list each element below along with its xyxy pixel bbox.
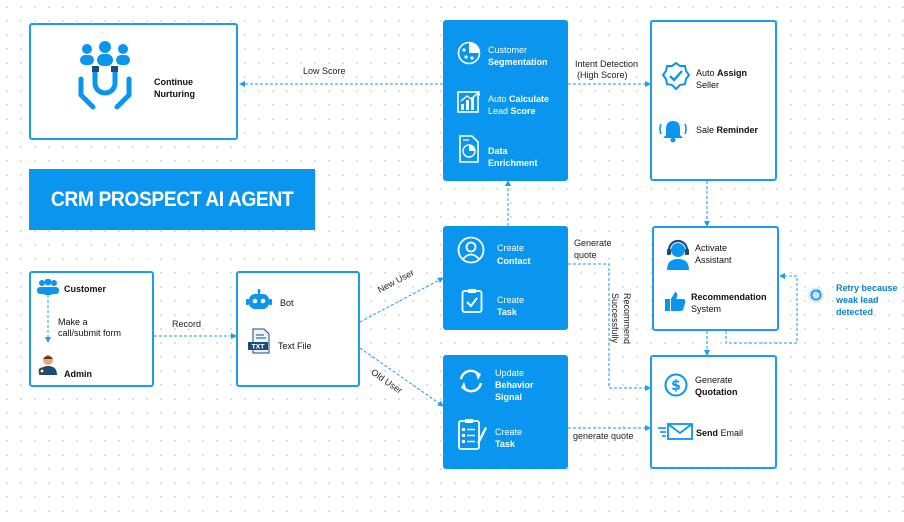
txt-badge: TXT bbox=[252, 344, 266, 351]
lead-score-chart-icon bbox=[457, 91, 480, 113]
edge-label-intent-2: (High Score) bbox=[577, 70, 628, 80]
score-text: Score bbox=[510, 106, 536, 116]
edge-label-generate-quote: generate quote bbox=[573, 431, 634, 441]
lead-score-label-2: Lead Score bbox=[488, 106, 536, 117]
segmentation-pie-icon bbox=[457, 41, 481, 65]
nurture-people-icon bbox=[78, 41, 132, 110]
node-create-contact[interactable]: Create Contact Create Task bbox=[443, 226, 568, 330]
create-task-label-2: Task bbox=[497, 307, 517, 317]
generate-quotation-label-1: Generate bbox=[695, 375, 733, 385]
workflow-title: CRM PROSPECT AI AGENT WORKFLOW bbox=[29, 169, 316, 272]
enrichment-label-1: Data bbox=[488, 146, 508, 156]
call-submit-label-line1: Make a bbox=[58, 317, 88, 327]
node-customer-admin[interactable]: Customer Make a call/submit form Admin bbox=[29, 271, 154, 387]
nurture-label-line1: Continue bbox=[154, 77, 193, 87]
data-enrichment-icon bbox=[459, 135, 479, 163]
bot-icon bbox=[246, 289, 272, 309]
customer-group-icon bbox=[37, 279, 59, 295]
calculate-text: Calculate bbox=[509, 94, 550, 104]
update-behavior-label-3: Signal bbox=[495, 392, 523, 402]
email-text: Email bbox=[718, 428, 744, 438]
edge-label-recommend-1: Recommend bbox=[622, 293, 632, 345]
bot-label: Bot bbox=[280, 298, 294, 308]
create-contact-label-2: Contact bbox=[497, 256, 531, 266]
send-email-icon bbox=[658, 423, 693, 440]
assign-text: Assign bbox=[717, 68, 748, 78]
node-auto-assign[interactable]: Auto Assign Seller Sale Reminder bbox=[650, 20, 777, 181]
dollar-coin-icon: $ bbox=[664, 373, 688, 397]
edge-label-record: Record bbox=[172, 319, 202, 329]
retry-icon bbox=[808, 287, 824, 303]
recommendation-label-2: System bbox=[691, 304, 722, 314]
retry-label-3: detected bbox=[836, 307, 874, 317]
edge-old-user bbox=[359, 347, 444, 407]
update-behavior-label-2: Behavior bbox=[495, 380, 534, 390]
behavior-task-label-2: Task bbox=[495, 439, 515, 449]
admin-icon bbox=[38, 355, 57, 375]
node-generate-quotation[interactable]: $ Generate Quotation Send Email bbox=[650, 355, 777, 469]
update-behavior-label-1: Update bbox=[495, 368, 525, 378]
segmentation-label-2: Segmentation bbox=[488, 57, 548, 67]
create-task-label-1: Create bbox=[497, 295, 525, 305]
edge-retry-loop bbox=[725, 273, 798, 344]
edge-generate-quote bbox=[568, 263, 651, 391]
admin-label: Admin bbox=[64, 369, 92, 379]
node-update-behavior[interactable]: Update Behavior Signal Create Task bbox=[443, 355, 568, 469]
refresh-icon bbox=[459, 369, 483, 393]
auto-assign-label-1: Auto Assign bbox=[696, 68, 747, 79]
node-activate-assistant[interactable]: Activate Assistant Recommendation System bbox=[652, 226, 779, 331]
edge-new-user bbox=[359, 277, 444, 323]
auto-text: Auto bbox=[696, 68, 718, 78]
segmentation-label-1: Customer bbox=[488, 45, 528, 55]
contact-user-icon bbox=[457, 236, 485, 264]
activate-assistant-label-2: Assistant bbox=[695, 255, 732, 265]
activate-assistant-label-1: Activate bbox=[695, 243, 728, 253]
auto-assign-label-2: Seller bbox=[696, 80, 720, 90]
send-text: Send bbox=[696, 428, 719, 438]
retry-label-1: Retry because bbox=[836, 283, 898, 293]
txt-file-icon: TXT bbox=[248, 328, 270, 354]
generate-quotation-label-2: Quotation bbox=[695, 387, 738, 397]
sale-reminder-label: Sale Reminder bbox=[696, 125, 758, 136]
send-email-label: Send Email bbox=[696, 428, 743, 439]
edge-label-generate-2: quote bbox=[574, 250, 597, 260]
customer-label: Customer bbox=[64, 284, 107, 294]
sale-text: Sale bbox=[696, 125, 717, 135]
edge-label-intent-1: Intent Detection bbox=[575, 59, 639, 69]
edge-label-low-score: Low Score bbox=[303, 66, 346, 76]
svg-text:$: $ bbox=[671, 378, 681, 394]
assistant-headset-icon bbox=[667, 239, 689, 270]
customer-to-admin-arrow bbox=[45, 295, 51, 343]
node-segmentation[interactable]: Customer Segmentation Auto Calculate Lea… bbox=[443, 20, 568, 181]
edge-label-recommend-2: Successfully bbox=[610, 293, 620, 344]
recommendation-label-1: Recommendation bbox=[691, 292, 767, 302]
behavior-task-label-1: Create bbox=[495, 427, 523, 437]
auto-text: Auto bbox=[488, 94, 510, 104]
task-clipboard-icon bbox=[461, 289, 483, 313]
create-contact-label-1: Create bbox=[497, 243, 525, 253]
node-continue-nurturing[interactable]: Continue Nurturing bbox=[29, 23, 238, 140]
task-list-icon bbox=[458, 419, 487, 450]
text-file-label: Text File bbox=[278, 341, 312, 351]
nurture-label-line2: Nurturing bbox=[154, 89, 195, 99]
reminder-text: Reminder bbox=[716, 125, 759, 135]
lead-text: Lead bbox=[488, 106, 511, 116]
edge-label-generate-1: Generate bbox=[574, 238, 612, 248]
call-submit-label-line2: call/submit form bbox=[58, 328, 122, 338]
lead-score-label-1a: Auto Calculate bbox=[488, 94, 549, 105]
retry-label-2: weak lead bbox=[836, 295, 879, 305]
thumbs-up-icon bbox=[665, 292, 686, 311]
bell-icon bbox=[659, 121, 687, 143]
enrichment-label-2: Enrichment bbox=[488, 158, 538, 168]
verified-badge-icon bbox=[662, 62, 690, 90]
node-bot-textfile[interactable]: Bot TXT Text File bbox=[236, 271, 360, 387]
